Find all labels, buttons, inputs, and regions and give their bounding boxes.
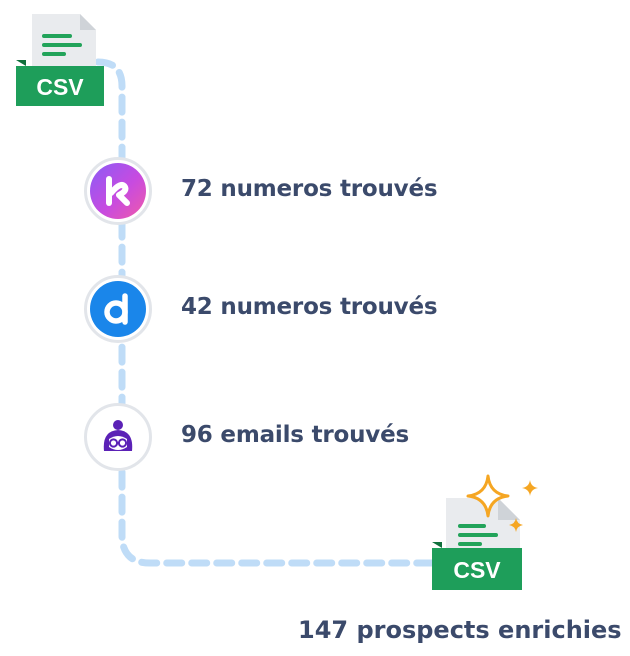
- step-1-text: 72 numeros trouvés: [181, 176, 438, 202]
- sparkle-icon: [466, 474, 538, 532]
- file-icon: CSV: [16, 14, 104, 106]
- kaspr-logo-icon: [106, 176, 130, 206]
- step-1-logo: [84, 157, 152, 225]
- dropcontact-logo-icon: [104, 293, 128, 325]
- enriched-file-icon: CSV: [432, 474, 538, 590]
- csv-file-bottom: CSV: [424, 474, 554, 598]
- csv-file-top: CSV: [14, 10, 110, 110]
- csv-label-top: CSV: [36, 74, 84, 100]
- step-3-logo: [84, 403, 152, 471]
- hunter-avatar-icon: [103, 420, 133, 451]
- step-3-text: 96 emails trouvés: [181, 422, 409, 448]
- csv-label-bottom: CSV: [453, 557, 501, 583]
- step-2-logo: [84, 275, 152, 343]
- step-2-text: 42 numeros trouvés: [181, 294, 438, 320]
- result-text: 147 prospects enrichies: [298, 616, 622, 644]
